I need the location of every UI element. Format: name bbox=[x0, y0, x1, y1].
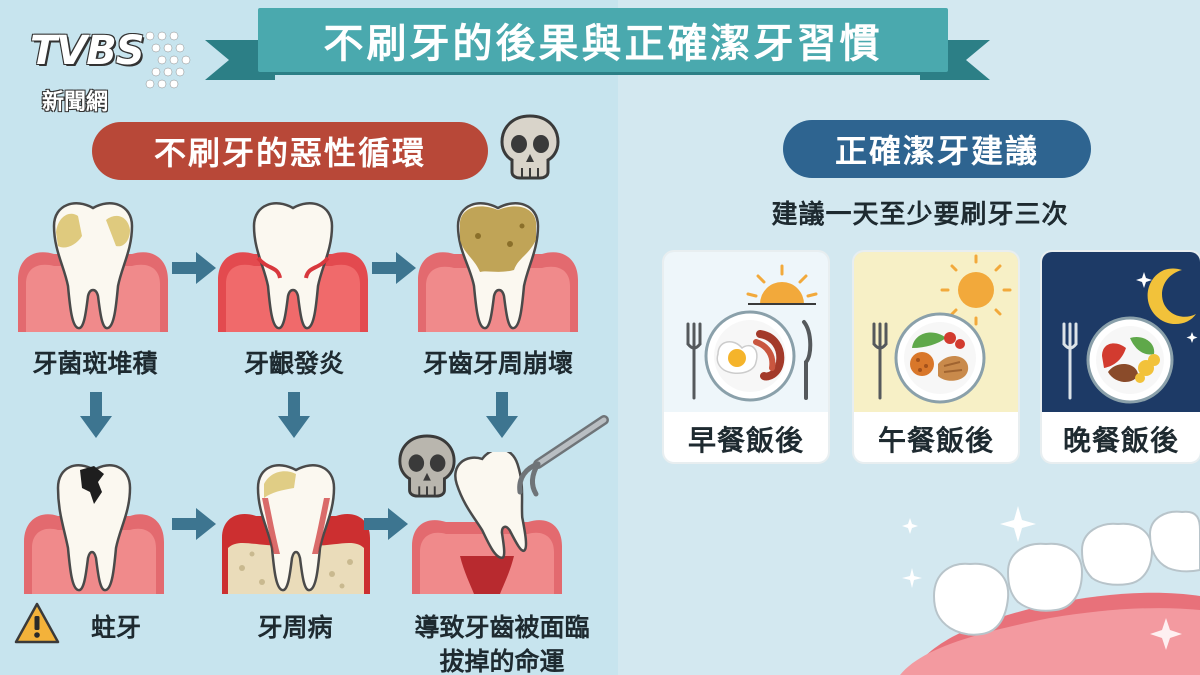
star-icon bbox=[1136, 272, 1198, 343]
meal-card-lunch: 午餐飯後 bbox=[852, 250, 1020, 464]
stage-periodontal-label: 牙周病 bbox=[257, 613, 333, 642]
skull-icon bbox=[398, 434, 456, 498]
sunrise-icon bbox=[746, 264, 818, 305]
brushing-frequency-text: 建議一天至少要刷牙三次 bbox=[771, 200, 1069, 230]
logo-dots-icon bbox=[145, 31, 191, 89]
stage-extraction-label-line1: 導致牙齒被面臨 bbox=[414, 613, 590, 642]
gingivitis-tooth-illustration bbox=[218, 202, 368, 332]
brushing-advice-heading: 正確潔牙建議 bbox=[783, 120, 1091, 178]
stage-gingivitis-label: 牙齦發炎 bbox=[243, 349, 344, 378]
arrow-down-icon bbox=[80, 392, 112, 438]
meal-card-dinner: 晚餐飯後 bbox=[1040, 250, 1200, 464]
sun-icon bbox=[940, 254, 1012, 326]
tvbs-logo: TVBS 新聞網 bbox=[30, 28, 191, 118]
plaque-tooth-illustration bbox=[18, 202, 168, 332]
warning-icon bbox=[14, 602, 60, 644]
fork-icon bbox=[872, 322, 888, 400]
logo-brand: TVBS bbox=[30, 28, 145, 74]
vicious-cycle-heading: 不刷牙的惡性循環 bbox=[92, 122, 488, 180]
vicious-cycle-heading-text: 不刷牙的惡性循環 bbox=[153, 134, 426, 172]
stage-cavity-label: 蛀牙 bbox=[90, 613, 141, 642]
lunch-plate-illustration bbox=[872, 254, 1012, 404]
stage-extraction-label-line2: 拔掉的命運 bbox=[439, 647, 565, 675]
collapse-tooth-illustration bbox=[418, 202, 578, 332]
fork-icon bbox=[686, 322, 702, 400]
knife-icon bbox=[802, 320, 813, 400]
dinner-plate-illustration bbox=[1062, 268, 1198, 404]
meal-label-dinner: 晚餐飯後 bbox=[1062, 424, 1179, 457]
arrow-right-icon bbox=[172, 252, 216, 284]
healthy-teeth-illustration bbox=[900, 506, 1200, 675]
brushing-advice-heading-text: 正確潔牙建議 bbox=[834, 132, 1039, 170]
title-ribbon: 不刷牙的後果與正確潔牙習慣 bbox=[258, 8, 948, 72]
stage-collapse-label: 牙齒牙周崩壞 bbox=[422, 349, 573, 378]
stage-plaque-label: 牙菌斑堆積 bbox=[32, 349, 158, 378]
arrow-down-icon bbox=[486, 392, 518, 438]
meal-label-lunch: 午餐飯後 bbox=[877, 424, 994, 457]
arrow-right-icon bbox=[172, 508, 216, 540]
dental-forceps-icon bbox=[517, 415, 609, 497]
moon-icon bbox=[1147, 268, 1196, 325]
breakfast-plate-illustration bbox=[686, 264, 818, 402]
meal-label-breakfast: 早餐飯後 bbox=[687, 424, 804, 457]
arrow-right-icon bbox=[372, 252, 416, 284]
fork-icon bbox=[1062, 322, 1078, 400]
cavity-tooth-illustration bbox=[24, 464, 164, 594]
sparkle-icon bbox=[902, 506, 1182, 650]
extraction-tooth-illustration bbox=[412, 452, 562, 594]
arrow-down-icon bbox=[278, 392, 310, 438]
meal-card-breakfast: 早餐飯後 bbox=[662, 250, 830, 464]
arrow-right-icon bbox=[364, 508, 408, 540]
skull-icon bbox=[500, 114, 560, 180]
periodontal-tooth-illustration bbox=[222, 464, 370, 594]
page-title: 不刷牙的後果與正確潔牙習慣 bbox=[323, 21, 883, 67]
logo-subtitle: 新聞網 bbox=[42, 90, 109, 115]
